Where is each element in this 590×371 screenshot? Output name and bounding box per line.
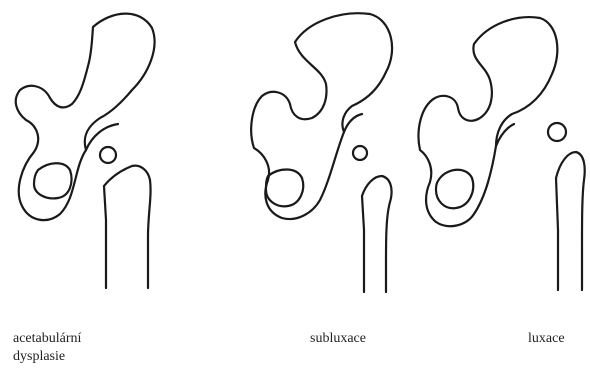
acetabular-roof-dysplasia	[86, 124, 118, 150]
femoral-head-luxation	[548, 123, 566, 141]
pelvis-outline-luxation	[419, 17, 558, 226]
panel-dysplasia	[16, 14, 155, 288]
femur-luxation	[556, 152, 585, 290]
caption-luxation: luxace	[528, 330, 565, 348]
obturator-foramen-subluxation	[266, 170, 303, 207]
femoral-head-dysplasia	[100, 147, 116, 163]
panel-luxation	[419, 17, 585, 290]
acetabular-roof-luxation	[496, 124, 514, 146]
femur-dysplasia	[104, 166, 151, 288]
caption-dysplasia-line-1: acetabulární	[13, 330, 81, 348]
caption-dysplasia-line-2: dysplasie	[13, 348, 81, 366]
femur-subluxation	[362, 176, 392, 292]
acetabular-roof-subluxation	[344, 114, 362, 132]
obturator-foramen-dysplasia	[34, 163, 72, 198]
obturator-foramen-luxation	[436, 170, 473, 209]
pelvis-outline-subluxation	[251, 13, 392, 219]
caption-acetabular-dysplasia: acetabulární dysplasie	[13, 330, 81, 366]
panel-subluxation	[251, 13, 392, 292]
pelvis-outline-dysplasia	[16, 14, 155, 220]
femoral-head-subluxation	[353, 146, 367, 160]
caption-subluxation: subluxace	[310, 330, 366, 348]
